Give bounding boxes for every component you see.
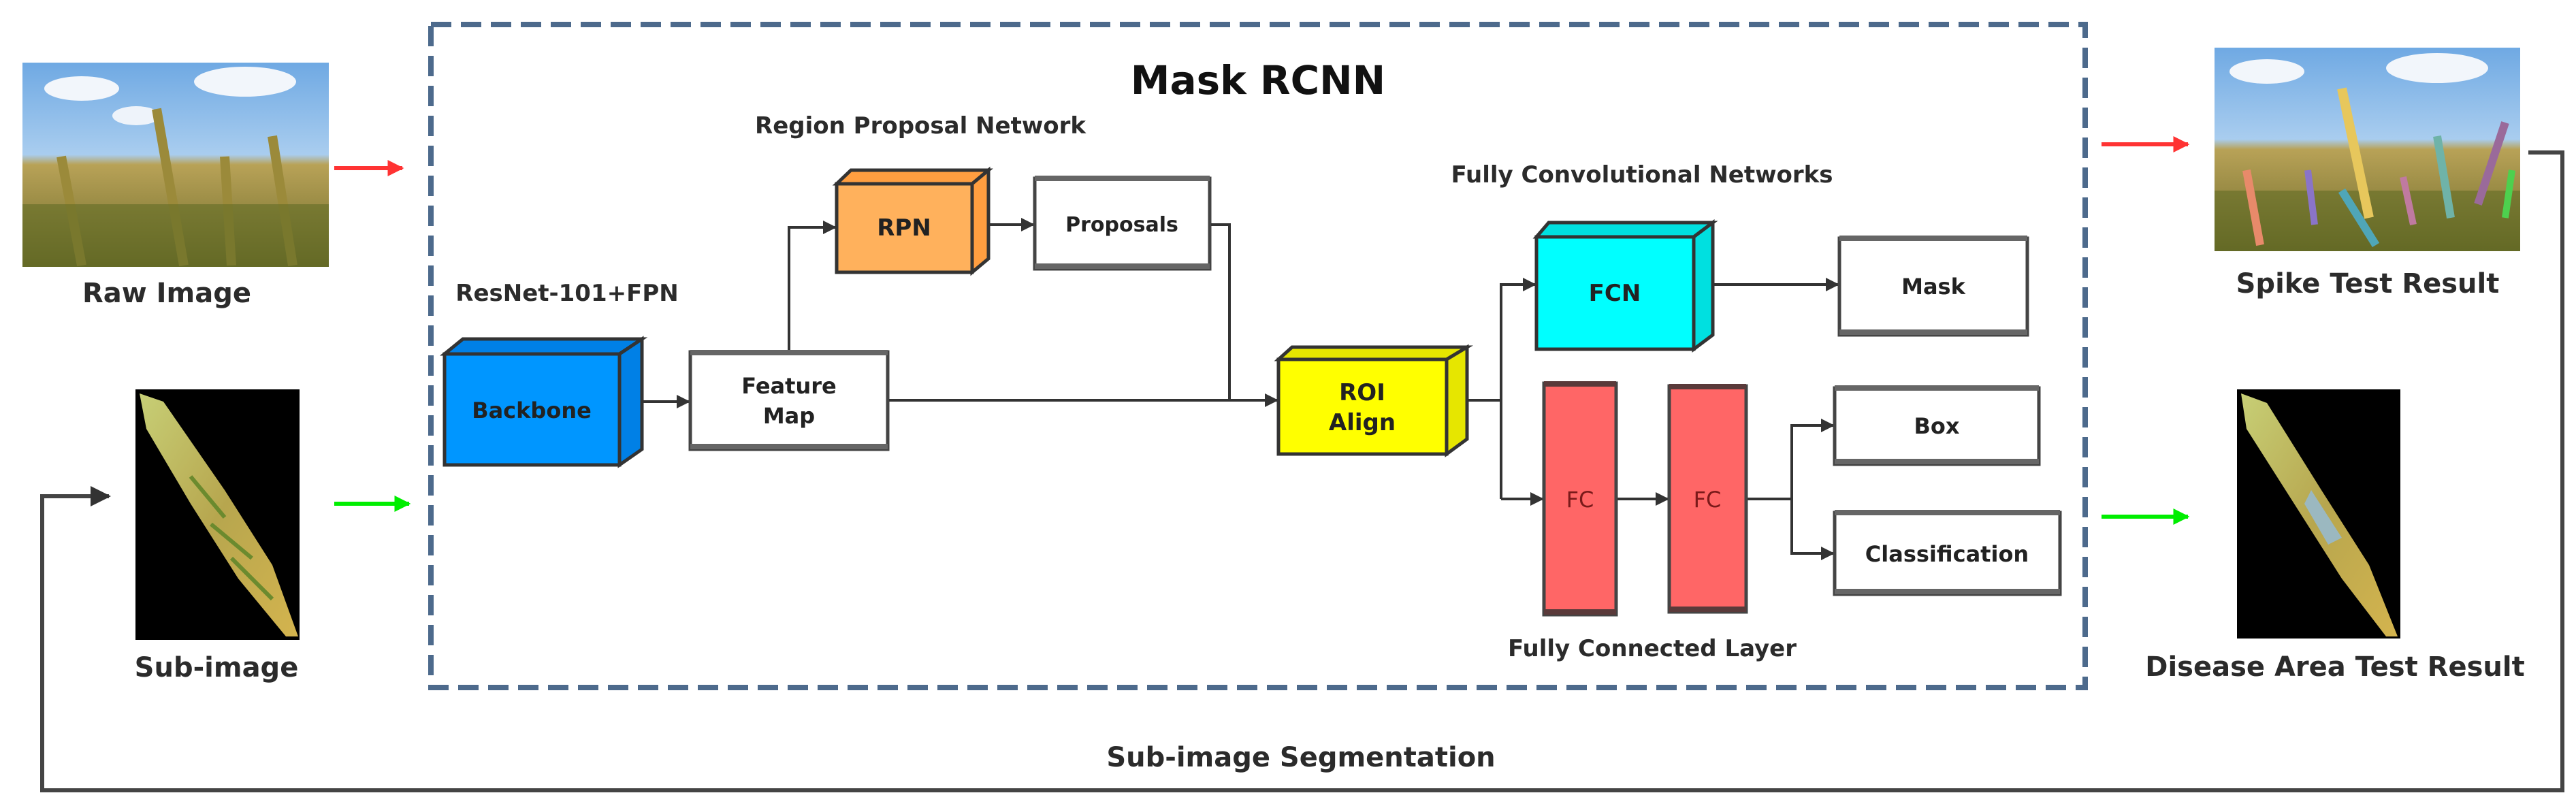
raw-image-label: Raw Image	[82, 278, 251, 309]
backbone-label: Backbone	[472, 398, 592, 423]
proposals-node[interactable]: Proposals	[1033, 176, 1212, 271]
backbone-section-label: ResNet-101+FPN	[455, 280, 678, 307]
sub-image-segmentation-label: Sub-image Segmentation	[1106, 742, 1495, 773]
roi-align-label-2: Align	[1329, 409, 1396, 436]
mask-rcnn-container	[428, 22, 2088, 690]
fc-section-label: Fully Connected Layer	[1508, 635, 1797, 662]
mask-node[interactable]: Mask	[1837, 236, 2029, 337]
feature-map-label-1: Feature	[741, 373, 836, 399]
feature-map-label-2: Map	[763, 403, 815, 429]
fc2-node[interactable]: FC	[1667, 384, 1748, 614]
fc1-node[interactable]: FC	[1542, 381, 1618, 617]
raw-image	[22, 63, 329, 267]
classification-node[interactable]: Classification	[1833, 510, 2062, 596]
rpn-node[interactable]: RPN	[832, 166, 993, 276]
branch-to-fcn	[1500, 278, 1536, 499]
rpn-section-label: Region Proposal Network	[755, 112, 1086, 140]
mask-label: Mask	[1901, 274, 1965, 300]
proposals-to-roi	[1211, 223, 1231, 400]
roi-align-node[interactable]: ROI Align	[1274, 344, 1474, 457]
box-node[interactable]: Box	[1833, 385, 2041, 466]
proposals-label: Proposals	[1065, 213, 1178, 237]
spike-result-image	[2215, 48, 2520, 251]
spike-result-label: Spike Test Result	[2236, 268, 2500, 300]
fcn-node[interactable]: FCN	[1532, 219, 1718, 353]
fc2-label: FC	[1694, 487, 1722, 513]
feature-map-node[interactable]: Feature Map	[688, 350, 890, 451]
fcn-section-label: Fully Convolutional Networks	[1451, 161, 1833, 189]
disease-result-image	[2237, 389, 2400, 639]
mask-rcnn-title: Mask RCNN	[1131, 57, 1385, 103]
branch-to-classification	[1790, 499, 1835, 560]
fcn-label: FCN	[1589, 280, 1641, 307]
sub-image-label: Sub-image	[135, 652, 299, 683]
sub-image	[135, 389, 300, 640]
feature-map-to-rpn	[788, 221, 837, 350]
box-label: Box	[1914, 413, 1959, 439]
disease-result-label: Disease Area Test Result	[2145, 651, 2524, 683]
classification-label: Classification	[1865, 541, 2029, 567]
branch-to-box	[1790, 419, 1835, 499]
rpn-label: RPN	[877, 214, 931, 242]
fc1-label: FC	[1566, 487, 1594, 513]
roi-align-label-1: ROI	[1339, 379, 1385, 406]
sub-image-segmentation-loop	[40, 150, 2564, 792]
backbone-node[interactable]: Backbone	[439, 336, 648, 468]
